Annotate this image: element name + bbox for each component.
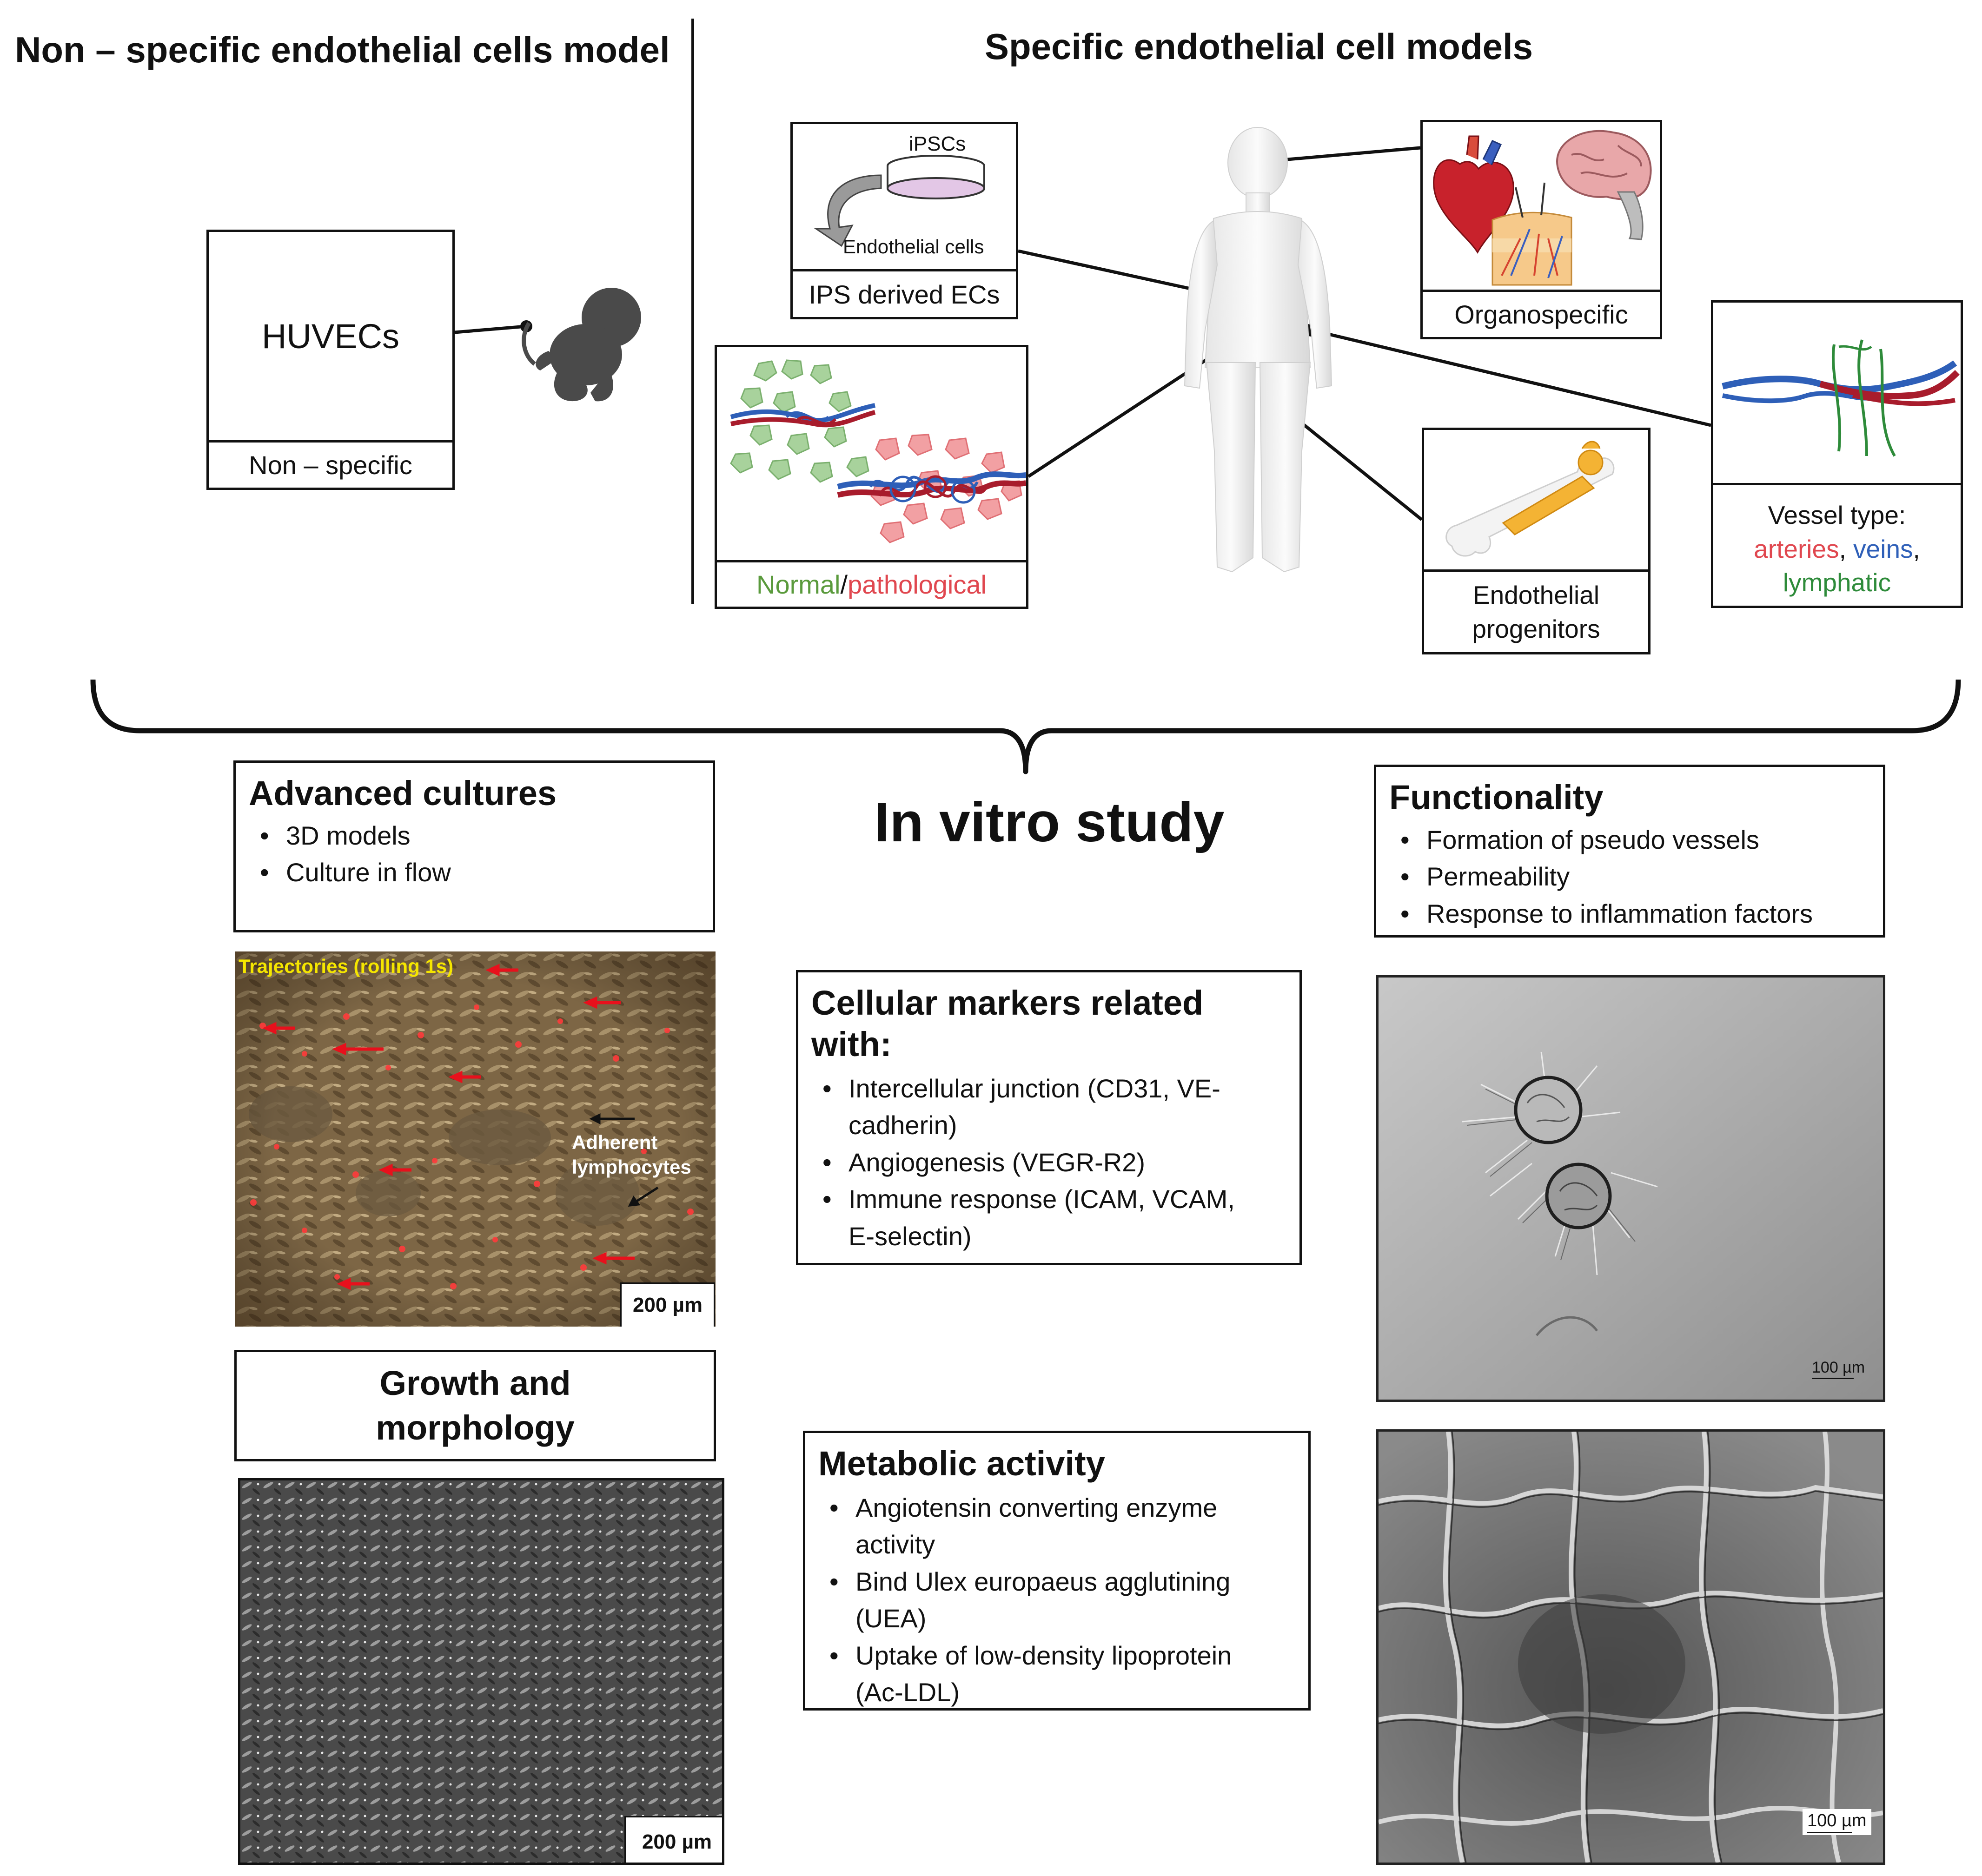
organs-illustration (1433, 130, 1652, 286)
left-section-title: Non – specific endothelial cells model (15, 29, 670, 70)
network-scale-label: 100 µm (1807, 1811, 1867, 1830)
normal-pathological-caption: Normal/pathological (717, 560, 1026, 607)
vessel-type-prefix: Vessel type: (1768, 501, 1906, 529)
ips-box: iPSCs Endothelial cells IPS derived ECs (790, 122, 1018, 319)
cellular-markers-list: Intercellular junction (CD31, VE-cadheri… (811, 1070, 1258, 1255)
spheroid-micrograph: 100 µm (1376, 975, 1885, 1402)
scale-line (1807, 1832, 1852, 1833)
vessel-type-box: Vessel type: arteries, veins, lymphatic (1711, 300, 1963, 608)
progenitors-box: Endothelial progenitors (1422, 428, 1651, 654)
fetus-icon (522, 288, 641, 402)
huvec-box: HUVECs Non – specific (206, 230, 455, 490)
vessels-illustration (1722, 339, 1960, 457)
huvec-caption: Non – specific (209, 440, 452, 488)
spheroid-lower (1545, 1163, 1612, 1229)
network-micrograph: 100 µm (1376, 1429, 1885, 1865)
growth-scale-bar: 200 µm (624, 1816, 722, 1863)
metabolic-box: Metabolic activity Angiotensin convertin… (803, 1431, 1311, 1711)
list-item: 3D models (249, 817, 713, 854)
vessel-type-line: arteries, veins, (1713, 532, 1961, 566)
lymphatic-label: lymphatic (1783, 568, 1891, 597)
veins-label: veins (1853, 534, 1913, 563)
vessel-connector (1311, 328, 1711, 427)
list-item: Angiotensin converting enzyme activity (818, 1489, 1274, 1563)
list-item: Bind Ulex europaeus agglutining (UEA) (818, 1563, 1274, 1637)
sprouts (1462, 1051, 1658, 1275)
functionality-box: Functionality Formation of pseudo vessel… (1374, 765, 1885, 938)
network-scale-bar: 100 µm (1803, 1809, 1871, 1835)
normal-pathological-box: Normal/pathological (715, 345, 1028, 609)
center-title: In vitro study (874, 791, 1225, 853)
cellular-markers-box: Cellular markers related with: Intercell… (796, 970, 1302, 1265)
list-item: Angiogenesis (VEGR-R2) (811, 1144, 1258, 1181)
ips-diagram (814, 155, 985, 247)
list-item: Culture in flow (249, 854, 713, 891)
flow-culture-texture (235, 951, 716, 1327)
ips-top-label: iPSCs (909, 132, 966, 155)
normal-label: Normal (756, 570, 841, 599)
advanced-cultures-list: 3D models Culture in flow (249, 817, 713, 891)
human-figure-icon (1184, 127, 1332, 573)
advanced-cultures-box: Advanced cultures 3D models Culture in f… (233, 760, 715, 932)
normal-tissue-cells (730, 359, 869, 483)
annotation-arrows (589, 1113, 659, 1207)
growth-box: Growth and morphology (234, 1350, 716, 1461)
cellular-markers-title: Cellular markers related with: (811, 984, 1204, 1064)
list-item: Formation of pseudo vessels (1389, 821, 1883, 859)
trajectory-arrows (262, 964, 635, 1290)
growth-micrograph: 200 µm (238, 1478, 724, 1865)
functionality-list: Formation of pseudo vessels Permeability… (1389, 821, 1883, 932)
arteries-label: arteries (1754, 534, 1839, 563)
organospecific-caption: Organospecific (1423, 290, 1660, 337)
advanced-cultures-title: Advanced cultures (249, 774, 557, 812)
flow-scale-bar: 200 µm (620, 1282, 715, 1327)
pathological-label: pathological (848, 570, 987, 599)
ips-caption: IPS derived ECs (793, 269, 1016, 317)
huvec-connector (454, 324, 527, 334)
flow-culture-micrograph: Trajectories (rolling 1s) Adherent lymph… (235, 951, 716, 1327)
right-section-title: Specific endothelial cell models (985, 26, 1533, 67)
flow-overlay-title: Trajectories (rolling 1s) (239, 955, 454, 977)
huvec-label: HUVECs (261, 317, 400, 356)
spheroid-scale-bar: 100 µm (1812, 1359, 1865, 1379)
metabolic-title: Metabolic activity (818, 1444, 1105, 1483)
functionality-title: Functionality (1389, 778, 1604, 817)
network-texture (1379, 1432, 1883, 1863)
spheroid-texture (1379, 978, 1883, 1400)
progenitors-caption: Endothelial progenitors (1424, 569, 1648, 652)
spheroid-upper (1514, 1076, 1583, 1144)
vessel-comma: , (1839, 534, 1846, 563)
vessel-comma: , (1913, 534, 1920, 563)
growth-title: Growth and morphology (376, 1363, 575, 1447)
slash-label: / (840, 570, 848, 599)
list-item: Uptake of low-density lipoprotein (Ac-LD… (818, 1637, 1274, 1711)
skin-section-icon (1491, 182, 1572, 286)
spheroid-scale-label: 100 µm (1812, 1359, 1865, 1376)
list-item: Intercellular junction (CD31, VE-cadheri… (811, 1070, 1258, 1144)
bone-icon (1445, 441, 1615, 557)
scale-line (1812, 1378, 1854, 1379)
brain-icon (1556, 130, 1652, 240)
flow-annotation: Adherent lymphocytes (572, 1131, 691, 1178)
ips-bottom-label: Endothelial cells (843, 236, 984, 258)
list-item: Permeability (1389, 858, 1883, 895)
list-item: Response to inflammation factors (1389, 895, 1883, 932)
tissue-illustration (730, 359, 1026, 543)
curved-arrow-icon (814, 174, 882, 247)
growth-texture (240, 1480, 722, 1863)
organospecific-box: Organospecific (1420, 120, 1662, 339)
metabolic-list: Angiotensin converting enzyme activity B… (818, 1489, 1274, 1711)
grouping-brace (90, 679, 1961, 774)
progenitor-connector (1282, 407, 1423, 521)
vessel-type-caption: Vessel type: arteries, veins, lymphatic (1713, 483, 1961, 606)
list-item: Immune response (ICAM, VCAM, E-selectin) (811, 1181, 1258, 1255)
